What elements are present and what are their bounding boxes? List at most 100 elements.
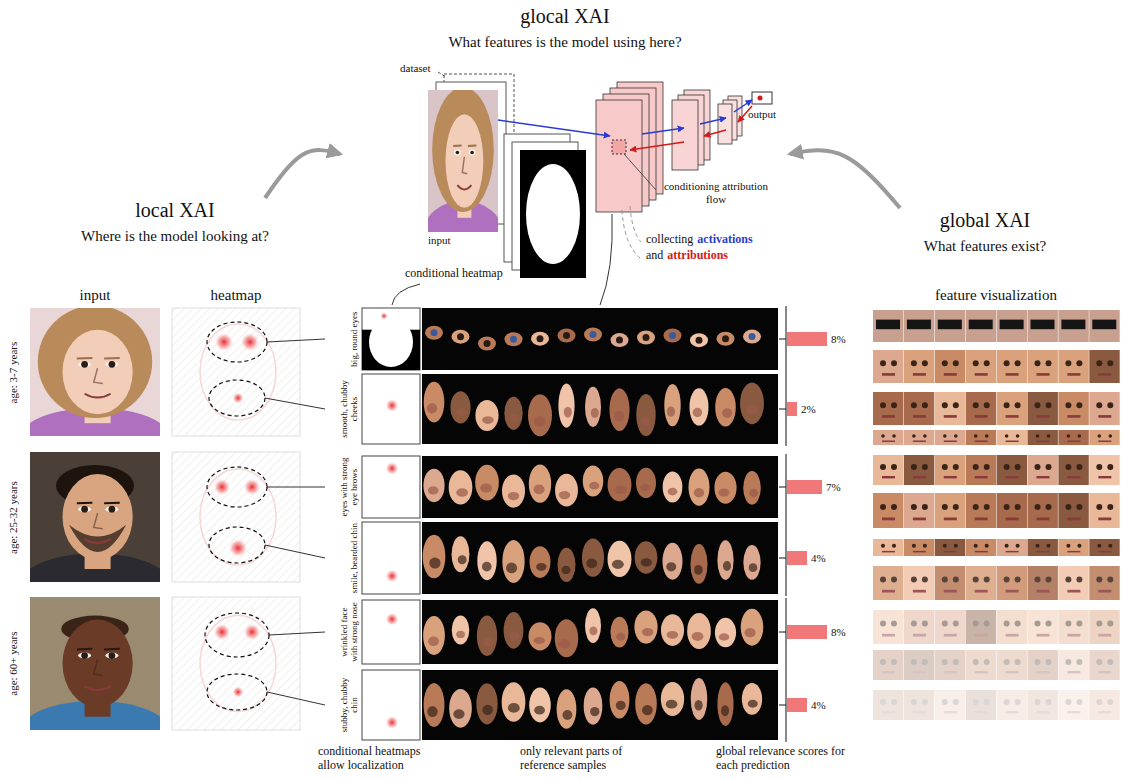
- illustration-part: [984, 699, 990, 705]
- illustration-part: [997, 392, 1027, 425]
- feature-visualization-row: [873, 350, 1120, 383]
- illustration-part: [610, 617, 628, 648]
- bar-axis: [786, 598, 787, 742]
- illustration-part: [505, 332, 523, 346]
- illustration-part: [1016, 544, 1020, 548]
- illustration-part: [743, 471, 761, 505]
- illustration-part: [985, 434, 989, 438]
- illustration-part: [944, 551, 957, 553]
- concept-label: eyes with strong eye brows: [339, 456, 359, 518]
- illustration-part: [362, 522, 420, 594]
- illustration-part: [425, 326, 443, 340]
- illustration-part: [200, 469, 276, 565]
- illustration-part: [664, 328, 682, 342]
- illustration-part: [1096, 504, 1102, 510]
- relevance-bar: [787, 698, 807, 712]
- illustration-part: [882, 441, 895, 443]
- collect-line: [622, 210, 640, 258]
- illustration-part: [873, 539, 903, 556]
- illustration-part: [85, 394, 111, 398]
- illustration-part: [1031, 320, 1055, 330]
- illustration-part: [663, 471, 683, 502]
- illustration-part: [1065, 402, 1071, 408]
- illustration-part: [1076, 577, 1082, 583]
- illustration-part: [85, 539, 111, 543]
- illustration-part: [1089, 690, 1119, 720]
- illustration-part: [589, 627, 597, 636]
- illustration-part: [1065, 621, 1071, 627]
- illustration-part: [1046, 360, 1052, 366]
- illustration-part: [942, 504, 948, 510]
- illustration-part: [1028, 392, 1058, 425]
- illustration-part: [922, 360, 928, 366]
- bar-tick: [779, 705, 786, 706]
- illustration-part: [456, 408, 466, 416]
- illustration-part: [1006, 373, 1019, 376]
- illustration-part: [911, 577, 917, 583]
- illustration-part: [1006, 634, 1019, 637]
- illustration-part: [953, 659, 959, 665]
- illustration-part: [1006, 711, 1019, 713]
- illustration-part: [104, 502, 120, 505]
- illustration-part: [1004, 360, 1010, 366]
- relevance-percent: 4%: [811, 699, 826, 712]
- illustration-part: [1098, 634, 1111, 637]
- illustration-part: [1089, 310, 1119, 342]
- illustration-part: [922, 504, 928, 510]
- illustration-part: [1006, 441, 1019, 443]
- illustration-part: [904, 650, 934, 680]
- illustration-part: [453, 709, 464, 719]
- illustration-part: [1058, 392, 1088, 425]
- illustration-part: [583, 466, 603, 497]
- illustration-part: [1065, 360, 1071, 366]
- illustration-part: [935, 350, 965, 383]
- illustration-part: [1047, 434, 1051, 438]
- illustration-part: [561, 566, 570, 575]
- illustration-part: [882, 711, 895, 713]
- illustration-part: [721, 705, 729, 716]
- illustration-part: [966, 310, 996, 342]
- illustration-part: [207, 467, 267, 507]
- illustration-part: [104, 648, 120, 651]
- illustration-part: [452, 536, 470, 572]
- illustration-part: [1067, 415, 1080, 418]
- illustration-part: [642, 628, 654, 636]
- illustration-part: [881, 434, 885, 438]
- illustration-part: [428, 636, 439, 646]
- illustration-part: [1035, 577, 1041, 583]
- illustration-part: [1096, 699, 1102, 705]
- illustration-part: [1076, 699, 1082, 705]
- illustration-part: [922, 577, 928, 583]
- leader-line: [267, 487, 325, 488]
- illustration-part: [480, 484, 492, 493]
- illustration-part: [975, 711, 988, 713]
- illustration-part: [642, 705, 653, 715]
- illustration-part: [904, 539, 934, 556]
- illustration-part: [873, 610, 903, 644]
- illustration-part: [944, 518, 957, 521]
- channel-marker: [612, 140, 626, 154]
- illustration-part: [997, 455, 1027, 485]
- illustration-part: [63, 620, 133, 708]
- illustration-part: [975, 590, 988, 593]
- illustration-part: [881, 544, 885, 548]
- illustration-part: [555, 474, 578, 507]
- illustration-part: [911, 360, 917, 366]
- illustration-part: [1107, 360, 1113, 366]
- activation-arrow: [498, 120, 610, 136]
- column-heading: feature visualization: [872, 286, 1120, 304]
- illustration-part: [997, 350, 1027, 383]
- illustration-part: [1046, 402, 1052, 408]
- illustration-part: [904, 455, 934, 485]
- illustration-part: [636, 394, 655, 436]
- illustration-part: [694, 565, 703, 575]
- illustration-part: [911, 659, 917, 665]
- illustration-part: [1046, 504, 1052, 510]
- illustration-part: [200, 324, 276, 420]
- flow-arrow: [265, 150, 340, 198]
- feature-visualization-row: [873, 430, 1120, 445]
- illustration-part: [69, 525, 126, 552]
- illustration-part: [1058, 430, 1088, 445]
- illustration-part: [1046, 659, 1052, 665]
- illustration-part: [612, 560, 624, 569]
